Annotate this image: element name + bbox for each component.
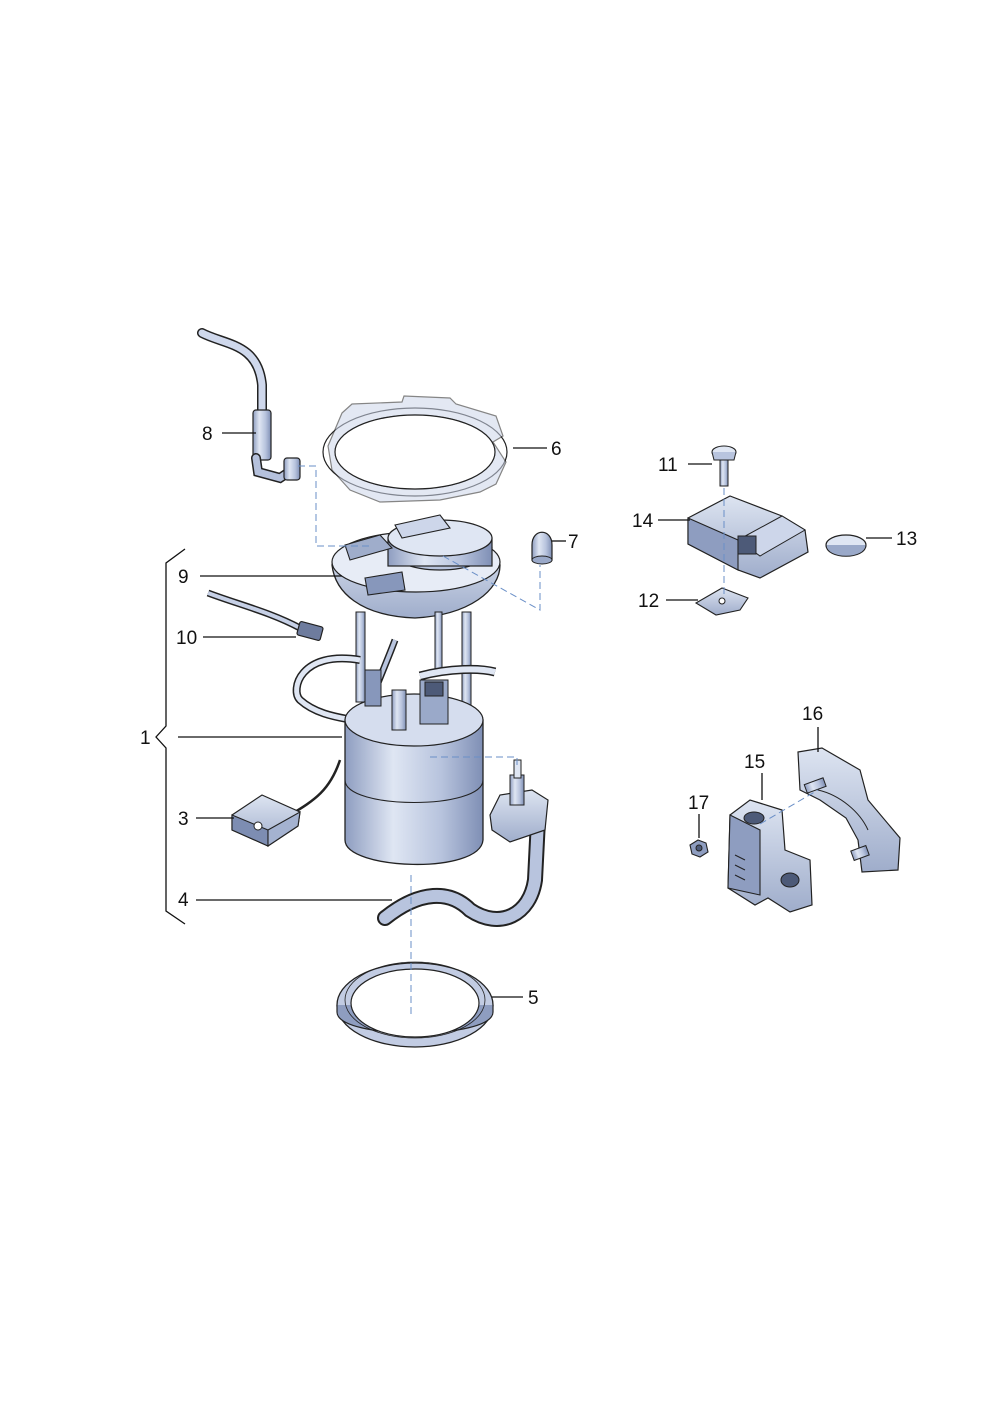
callout-14: 14 xyxy=(632,511,654,532)
callout-10: 10 xyxy=(176,628,197,649)
callout-12: 12 xyxy=(638,591,659,612)
callout-17: 17 xyxy=(688,793,709,814)
callout-7: 7 xyxy=(568,532,579,553)
level-sender-part xyxy=(231,794,301,848)
callout-13: 13 xyxy=(896,529,917,550)
wiring-harness-part xyxy=(206,589,324,642)
cap-part xyxy=(531,531,553,565)
callout-5: 5 xyxy=(528,988,539,1009)
return-hose-part xyxy=(377,759,549,927)
leader-lines xyxy=(155,432,892,998)
locking-ring-part xyxy=(322,395,508,503)
callout-3: 3 xyxy=(178,809,189,830)
seal-ring-part xyxy=(336,961,494,1048)
callout-1: 1 xyxy=(140,728,151,749)
callout-6: 6 xyxy=(551,439,562,460)
callout-11: 11 xyxy=(658,455,678,476)
callout-labels: 1 3 4 5 6 7 8 9 10 11 12 13 14 15 16 17 xyxy=(140,424,917,1009)
callout-8: 8 xyxy=(202,424,213,445)
callout-15: 15 xyxy=(744,752,765,773)
fuel-delivery-unit-part xyxy=(289,514,501,866)
callout-9: 9 xyxy=(178,567,189,588)
assembly-lines xyxy=(298,465,819,1015)
control-unit-part xyxy=(687,445,867,616)
bracket-part xyxy=(689,747,901,913)
fuel-hose-elbow-part xyxy=(197,328,301,484)
callout-4: 4 xyxy=(178,890,189,911)
callout-16: 16 xyxy=(802,704,823,725)
